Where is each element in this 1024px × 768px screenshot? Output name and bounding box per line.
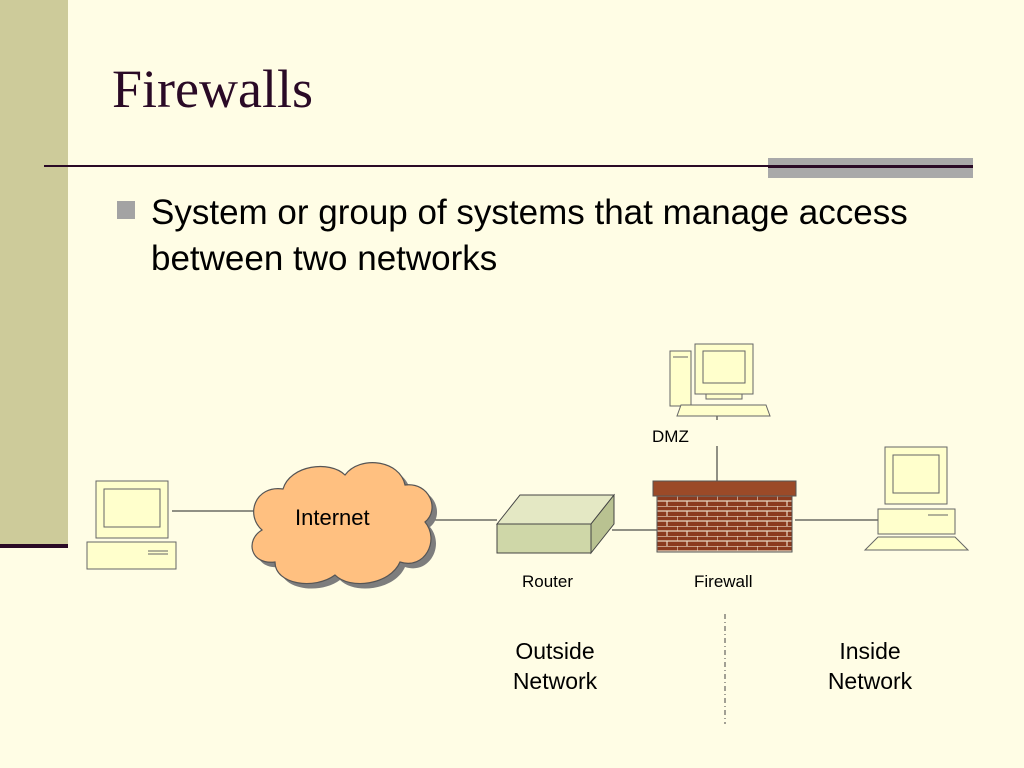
sidebar-rule	[0, 544, 68, 548]
dmz-label: DMZ	[652, 427, 689, 446]
inside-network-label: Inside Network	[800, 636, 940, 696]
title-accent-rule	[768, 165, 973, 168]
title-divider	[44, 165, 972, 167]
slide-title: Firewalls	[112, 59, 313, 119]
title-accent-bar	[768, 158, 973, 178]
inside-network-line1: Inside	[839, 638, 901, 664]
desktop-computer-icon	[86, 480, 177, 570]
inside-network-line2: Network	[827, 668, 913, 694]
bullet-text: System or group of systems that manage a…	[151, 193, 908, 278]
outside-network-line2: Network	[512, 668, 598, 694]
workstation-computer-icon	[863, 446, 970, 551]
internet-cloud-icon	[251, 462, 438, 589]
outside-network-line1: Outside	[515, 638, 595, 664]
bullet-square-icon	[117, 201, 135, 219]
internet-label: Internet	[295, 505, 370, 530]
dmz-computer-icon	[669, 343, 771, 417]
brick-firewall-icon	[652, 480, 797, 553]
slide-sidebar	[0, 0, 68, 546]
router-label: Router	[522, 572, 574, 591]
firewall-label: Firewall	[694, 572, 753, 591]
router-icon	[495, 493, 616, 555]
outside-network-label: Outside Network	[485, 636, 625, 696]
